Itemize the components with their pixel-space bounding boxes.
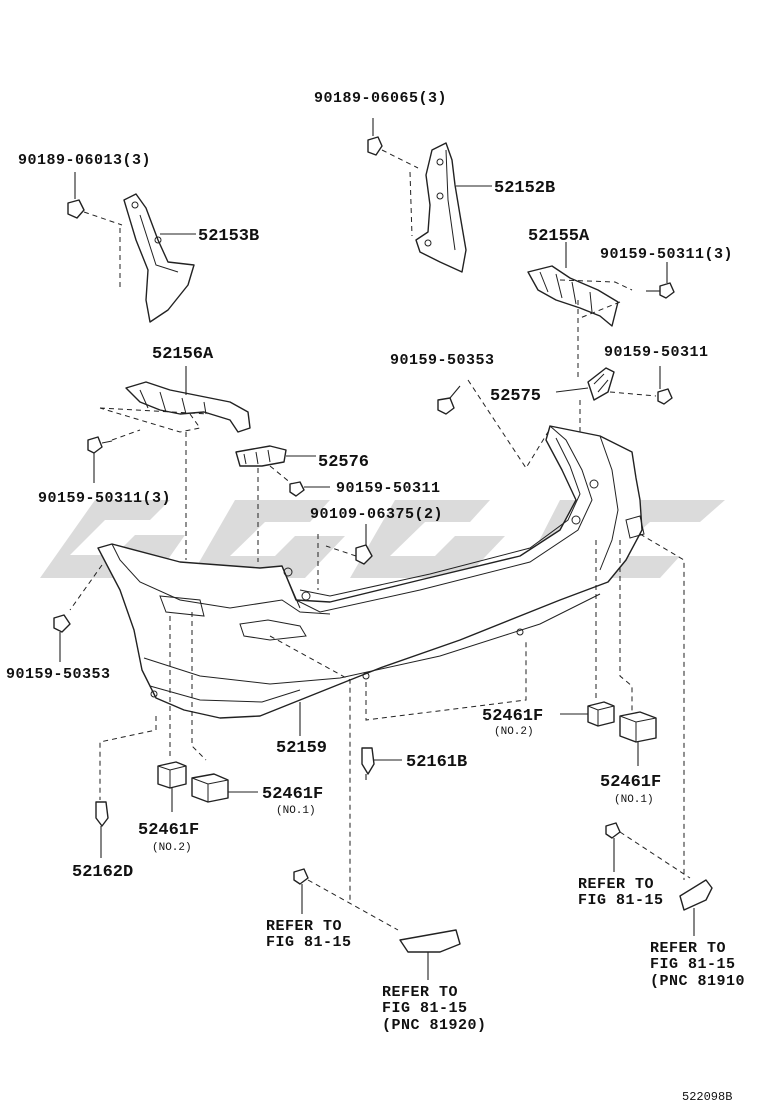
label-90109-06375: 90109-06375(2): [310, 506, 443, 523]
bolt-ref-right: [605, 822, 621, 872]
bolt-90159-50311-mid: [289, 481, 330, 497]
diagram-id: 522098B: [682, 1090, 732, 1104]
label-90159-50311-right: 90159-50311: [604, 344, 709, 361]
label-52575: 52575: [490, 387, 541, 406]
bracket-52575: [587, 367, 615, 401]
label-52461F-right-no1: 52461F: [600, 773, 661, 792]
bracket-52576: [235, 445, 287, 467]
leader-ref-left-dash: [307, 879, 399, 931]
retainer-52461F-right-no1: [619, 711, 657, 743]
clip-52161B: [361, 747, 375, 780]
label-52576: 52576: [318, 453, 369, 472]
retainer-52461F-right-no2: [587, 701, 615, 727]
ref-far-line1: REFER TO: [650, 940, 726, 957]
label-52461F-center-no1: 52461F: [262, 785, 323, 804]
leader-52155A-dash: [559, 279, 633, 319]
label-52153B: 52153B: [198, 227, 259, 246]
label-52461F-center-no1-sub: (NO.1): [276, 805, 316, 817]
label-90159-50353-top: 90159-50353: [390, 352, 495, 369]
label-52461F-left-no2: 52461F: [138, 821, 199, 840]
label-52461F-right-no2-sub: (NO.2): [494, 726, 534, 738]
label-52152B: 52152B: [494, 179, 555, 198]
reflector-81910: [679, 879, 713, 911]
clip-90189-06013: [67, 172, 85, 219]
leader-ref-right-dash: [619, 831, 691, 879]
bolt-90159-50353-top: [437, 385, 461, 415]
bolt-ref-left: [293, 868, 309, 914]
bumper-cover-52159: [97, 425, 645, 719]
leader-52575: [555, 387, 589, 393]
ref-bottom-line1: REFER TO: [382, 984, 458, 1001]
ref-left-line1: REFER TO: [266, 918, 342, 935]
label-52159: 52159: [276, 739, 327, 758]
leader-52152B-dash: [381, 149, 419, 237]
label-52162D: 52162D: [72, 863, 133, 882]
label-90189-06013: 90189-06013(3): [18, 152, 151, 169]
retainer-52461F-left-no2: [157, 761, 187, 789]
label-52155A: 52155A: [528, 227, 590, 246]
clip-52162D: [95, 801, 109, 858]
leader-52576-dash: [269, 465, 293, 485]
leader-far-ref-dash: [639, 533, 685, 880]
label-90159-50353-left: 90159-50353: [6, 666, 111, 683]
leader-52461F-right-dash: [595, 540, 633, 712]
leader-52575-dash: [579, 391, 657, 440]
bracket-52152B: [415, 142, 467, 273]
label-90159-50311-mid: 90159-50311: [336, 480, 441, 497]
retainer-52461F-center-no1: [191, 773, 229, 803]
leader-52153B-dash: [83, 211, 123, 288]
bolt-90109-06375: [355, 524, 373, 565]
reflector-81920: [399, 929, 461, 953]
bolt-90159-50311-3-left: [87, 436, 113, 483]
bolt-90159-50311-3-right: [646, 262, 675, 299]
label-52461F-right-no2: 52461F: [482, 707, 543, 726]
bolt-90159-50353-left: [53, 614, 71, 662]
bracket-52153B: [123, 193, 195, 323]
label-90159-50311-3-left: 90159-50311(3): [38, 490, 171, 507]
leader-90109-dash: [317, 534, 357, 590]
label-52461F-right-no1-sub: (NO.1): [614, 794, 654, 806]
ref-right-line1: REFER TO: [578, 876, 654, 893]
ref-far-line2: FIG 81-15: [650, 956, 736, 973]
ref-bottom-line2: FIG 81-15: [382, 1000, 468, 1017]
label-90159-50311-3-right: 90159-50311(3): [600, 246, 733, 263]
clip-90189-06065: [367, 118, 383, 156]
ref-right-line2: FIG 81-15: [578, 892, 664, 909]
label-90189-06065: 90189-06065(3): [314, 90, 447, 107]
ref-bottom-line3: (PNC 81920): [382, 1017, 487, 1034]
leader-90159-50353-left-dash: [69, 564, 103, 611]
leader-bottom-ref-dash: [269, 635, 351, 900]
leader-52461F-left-dash: [169, 612, 207, 761]
label-52461F-left-no2-sub: (NO.2): [152, 842, 192, 854]
leader-52156A-dash: [99, 407, 209, 441]
ref-far-line3: (PNC 81910: [650, 973, 745, 990]
ref-left-line2: FIG 81-15: [266, 934, 352, 951]
label-52161B: 52161B: [406, 753, 467, 772]
label-52156A: 52156A: [152, 345, 214, 364]
bracket-52155A: [527, 265, 619, 327]
leader-52161B-dash: [365, 640, 527, 721]
leader-52162D-dash: [99, 716, 157, 800]
bolt-90159-50311-right: [657, 366, 673, 405]
bracket-52156A: [125, 381, 251, 433]
